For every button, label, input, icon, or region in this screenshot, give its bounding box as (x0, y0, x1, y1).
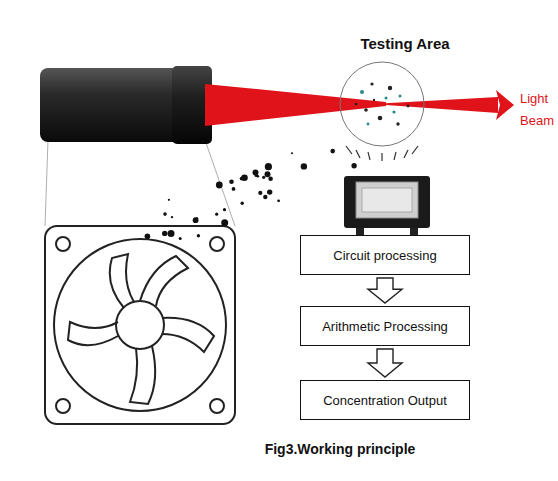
light-beam (205, 84, 386, 126)
particle (168, 199, 170, 201)
particle (145, 234, 151, 240)
particle (179, 237, 182, 240)
particle (378, 116, 383, 121)
particle (268, 176, 273, 181)
particle (388, 86, 392, 90)
particle (163, 212, 167, 216)
particle (360, 90, 364, 94)
process-box: Concentration Output (300, 380, 470, 420)
light-beam (372, 97, 498, 113)
particle (232, 187, 236, 191)
particle (253, 169, 259, 175)
particle (364, 108, 368, 112)
particle (407, 105, 410, 108)
particle (258, 191, 262, 195)
particle (385, 97, 388, 100)
particle (291, 152, 293, 154)
particle (171, 216, 173, 218)
particle (229, 179, 234, 184)
photo-sensor (344, 176, 430, 244)
particle (265, 171, 271, 177)
scattered-light (346, 146, 418, 161)
particle (162, 231, 167, 236)
process-box: Arithmetic Processing (300, 306, 470, 346)
box-text: Circuit processing (333, 248, 436, 263)
particle (277, 199, 280, 202)
particle (351, 163, 356, 168)
process-box: Circuit processing (300, 235, 470, 275)
particle-trail (145, 149, 357, 240)
particle (265, 163, 272, 170)
particle (241, 202, 244, 205)
particle (392, 110, 395, 113)
beam-arrowhead (496, 90, 514, 120)
particle (223, 208, 226, 211)
particle (355, 103, 358, 106)
particle (240, 177, 244, 181)
particle (215, 213, 218, 216)
guide-line (205, 140, 235, 226)
beam-label: Light Beam (520, 88, 556, 132)
particle (399, 95, 402, 98)
testing-area-circle (340, 62, 424, 146)
particle (373, 99, 375, 101)
particle (330, 149, 335, 154)
particle (370, 82, 373, 85)
particle (168, 230, 175, 237)
particle (193, 217, 199, 223)
caption: Fig3.Working principle (230, 441, 450, 457)
particles (355, 82, 410, 125)
box-text: Arithmetic Processing (322, 319, 448, 334)
guide-line (45, 140, 48, 226)
particle (216, 182, 223, 189)
fan (45, 226, 235, 424)
laser-body (40, 68, 180, 142)
particle (263, 195, 267, 199)
particle (197, 234, 200, 237)
title: Testing Area (330, 35, 480, 52)
particle (301, 163, 307, 169)
particle (267, 189, 272, 194)
flow-arrow (368, 349, 402, 377)
particle (221, 219, 228, 226)
box-text: Concentration Output (323, 393, 447, 408)
particle (262, 176, 265, 179)
particle (367, 123, 370, 126)
particle (257, 175, 260, 178)
particle (396, 122, 399, 125)
flow-arrow (368, 278, 402, 303)
